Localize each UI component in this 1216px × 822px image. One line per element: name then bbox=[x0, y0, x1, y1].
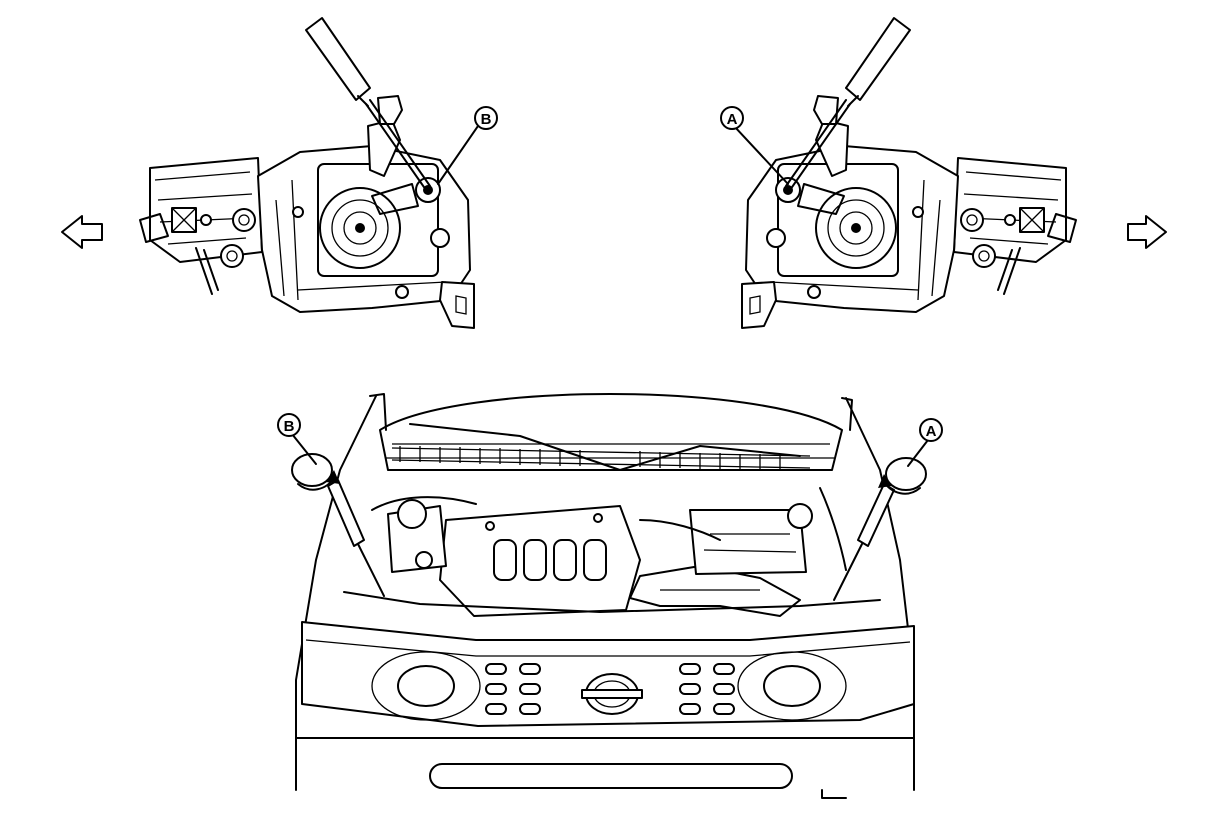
svg-text:A: A bbox=[727, 111, 738, 128]
rotation-symbol-left bbox=[291, 453, 340, 491]
svg-text:A: A bbox=[926, 423, 937, 440]
right-headlamp bbox=[733, 17, 1077, 329]
left-headlamp-lens bbox=[397, 665, 455, 707]
rotation-symbol-right bbox=[878, 457, 927, 495]
front-fascia bbox=[301, 621, 915, 727]
callout-b-lower: B bbox=[277, 413, 301, 437]
callout-a-lower: A bbox=[919, 418, 943, 442]
callout-leader-a-right bbox=[733, 125, 789, 185]
callout-b-upper: B bbox=[474, 106, 498, 130]
vehicle-emblem-icon bbox=[581, 673, 643, 715]
lower-grille bbox=[429, 763, 793, 789]
air-cleaner bbox=[689, 503, 813, 575]
svg-text:B: B bbox=[481, 111, 492, 128]
arrow-right-outline-icon bbox=[1127, 215, 1167, 249]
callout-leader-b-lower bbox=[291, 433, 317, 465]
right-headlamp-lens bbox=[763, 665, 821, 707]
svg-text:B: B bbox=[284, 418, 295, 435]
battery-area bbox=[387, 499, 447, 573]
callout-a-upper: A bbox=[720, 106, 744, 130]
engine-cover bbox=[439, 505, 641, 617]
left-headlamp: B bbox=[139, 17, 498, 329]
arrow-left-outline-icon bbox=[61, 215, 103, 249]
vehicle-front bbox=[291, 393, 927, 799]
callout-leader-a-lower bbox=[907, 439, 929, 467]
open-hood bbox=[379, 393, 843, 471]
screwdriver-icon bbox=[327, 479, 385, 597]
screwdriver-icon bbox=[833, 483, 895, 601]
cowl-grille bbox=[391, 446, 811, 471]
grille-slots bbox=[485, 663, 735, 715]
callout-leader-b-left bbox=[437, 125, 479, 185]
